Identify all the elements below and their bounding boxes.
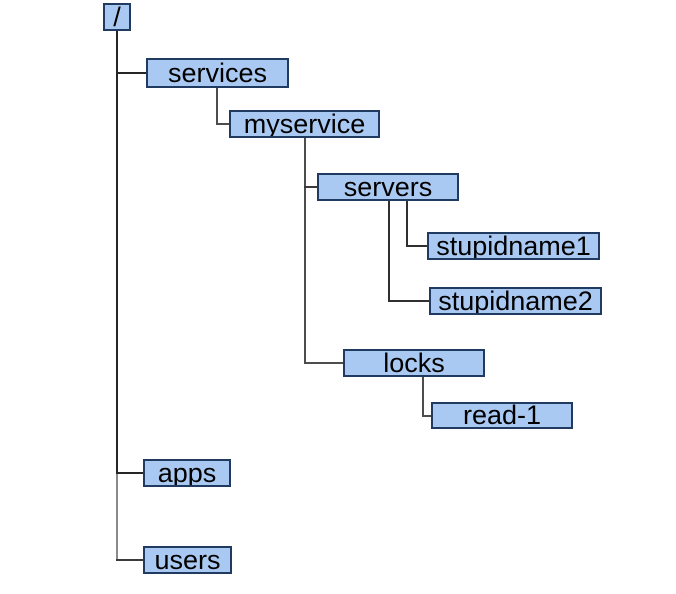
tree-node-locks: locks xyxy=(343,349,485,377)
tree-node-myservice: myservice xyxy=(229,110,380,138)
tree-node-read-1: read-1 xyxy=(431,402,573,429)
connector-servers-stupidname1 xyxy=(406,200,427,247)
tree-node-stupidname2: stupidname2 xyxy=(429,287,602,315)
tree-node-apps: apps xyxy=(143,459,231,487)
tree-node-users: users xyxy=(143,546,232,574)
connector-services-myservice xyxy=(216,88,229,125)
tree-node-servers: servers xyxy=(317,173,459,201)
connector-myservice-locks xyxy=(304,137,343,364)
tree-node-services: services xyxy=(146,58,289,88)
connector-servers-stupidname2 xyxy=(388,200,429,302)
tree-node-stupidname1: stupidname1 xyxy=(427,232,600,260)
tree-node-root: / xyxy=(103,3,131,31)
connector-locks-read1 xyxy=(422,377,431,417)
